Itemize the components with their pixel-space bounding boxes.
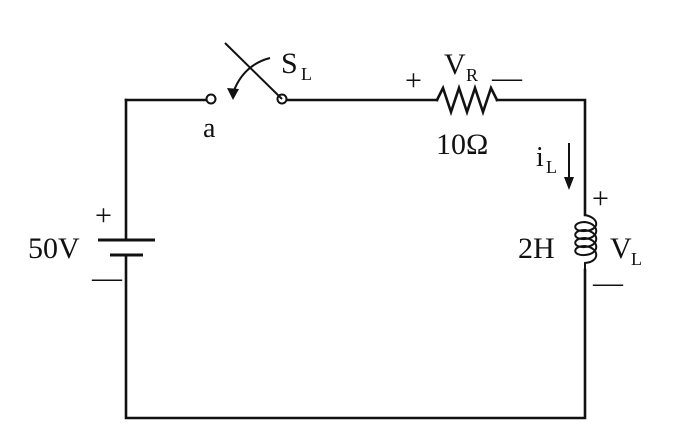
current-label-subscript: L	[546, 157, 557, 177]
switch-arc-arrow	[232, 57, 271, 94]
switch-blade	[224, 42, 283, 100]
resistor-minus-sign: —	[491, 61, 523, 94]
current-label: i	[536, 142, 544, 173]
battery-minus-sign: —	[91, 261, 123, 294]
resistor-voltage-label: V	[444, 48, 466, 81]
battery-value: 50V	[28, 232, 80, 265]
inductor-voltage-subscript: L	[631, 249, 642, 269]
terminal-a-label: a	[203, 113, 216, 144]
battery-plus-sign: +	[95, 199, 112, 232]
battery-symbol	[98, 238, 155, 257]
inductor-value: 2H	[518, 232, 555, 265]
inductor-voltage-label: V	[610, 232, 632, 265]
switch-label-subscript: L	[301, 64, 312, 84]
resistor-value: 10Ω	[436, 128, 488, 161]
resistor-plus-sign: +	[405, 64, 422, 97]
switch-label: S	[281, 47, 298, 80]
switch-terminal-a	[205, 93, 217, 105]
current-arrow	[564, 143, 574, 190]
wire-bottom	[124, 253, 587, 420]
switch-symbol	[205, 42, 288, 105]
inductor-plus-sign: +	[592, 182, 609, 215]
resistor-symbol	[435, 83, 499, 117]
resistor-voltage-subscript: R	[466, 65, 478, 85]
switch-arrowhead	[227, 88, 239, 100]
wire-top-right	[495, 98, 587, 217]
wires	[124, 98, 587, 420]
inductor-minus-sign: —	[592, 266, 624, 299]
inductor-symbol	[574, 214, 598, 270]
